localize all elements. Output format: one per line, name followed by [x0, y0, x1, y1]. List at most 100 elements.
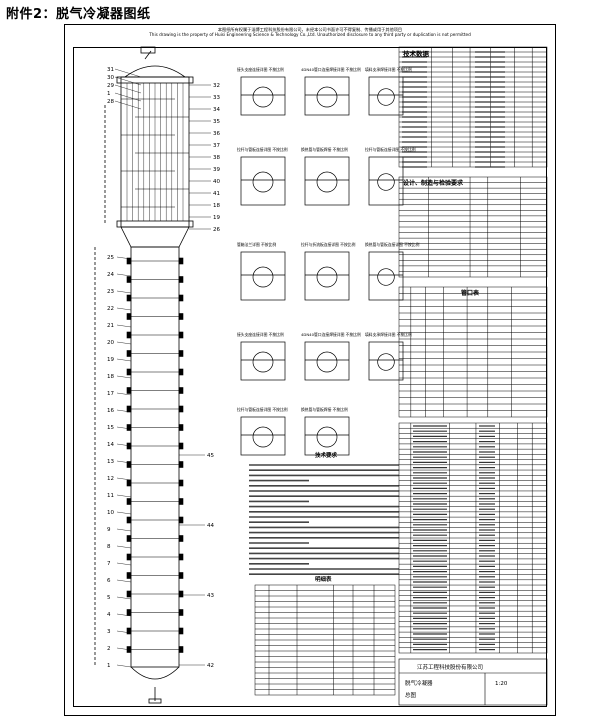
- detail-drawing: [368, 251, 404, 301]
- flange-left: [126, 553, 132, 561]
- detail-hole: [252, 86, 274, 108]
- detail-caption: 换热管与管板连接详图 不按比例: [365, 242, 420, 247]
- part-number-label: 18: [213, 203, 220, 209]
- part-number-label: 1: [107, 91, 111, 97]
- part-number-label: 2: [107, 646, 111, 652]
- part-number-label: 24: [107, 272, 114, 278]
- flange-left: [126, 609, 132, 616]
- data-tables: [254, 46, 548, 696]
- detail-caption: 接头支座连接详图 不按比例: [237, 332, 284, 337]
- nozzle-table-title: 管口表: [461, 289, 480, 297]
- part-number-label: 22: [107, 306, 114, 312]
- leader-line: [116, 341, 132, 345]
- leader-line: [114, 76, 142, 86]
- leader-line: [116, 426, 132, 430]
- scale-label: 1:20: [495, 681, 508, 687]
- part-number-label: 25: [107, 255, 114, 261]
- detail-drawing: [304, 416, 350, 456]
- tube-sheet-bottom: [116, 220, 194, 228]
- detail-views: [240, 76, 404, 456]
- detail-hole: [377, 353, 395, 371]
- leader-line: [114, 84, 142, 94]
- part-number-label: 16: [107, 408, 114, 414]
- part-number-label: 19: [213, 215, 220, 221]
- part-number-label: 44: [207, 523, 214, 529]
- part-number-label: 38: [213, 155, 220, 161]
- flange-right: [178, 442, 184, 450]
- flange-left: [126, 498, 132, 505]
- top-nozzle-flange: [140, 46, 156, 54]
- part-number-label: 31: [107, 67, 114, 73]
- detail-drawing: [240, 416, 286, 456]
- detail-drawing: [368, 76, 404, 116]
- part-number-label: 34: [213, 107, 220, 113]
- detail-caption: 拉杆与管板连接详图 不按比例: [237, 147, 288, 152]
- flange-right: [178, 331, 184, 339]
- leader-line: [116, 562, 132, 566]
- detail-hole: [316, 351, 338, 373]
- detail-drawing: [240, 156, 286, 206]
- flange-right: [178, 368, 184, 376]
- part-number-label: 42: [207, 663, 214, 669]
- flange-left: [126, 350, 132, 357]
- flange-left: [126, 387, 132, 394]
- detail-hole: [252, 171, 274, 193]
- part-number-label: 26: [213, 227, 220, 233]
- detail-hole: [252, 426, 274, 448]
- leader-line: [116, 460, 132, 464]
- leader-line: [116, 358, 132, 362]
- detail-hole: [316, 266, 338, 288]
- part-number-label: 37: [213, 143, 220, 149]
- flange-right: [178, 276, 184, 283]
- copyright-note: 本图纸所有权属于淄博工程科技股份有限公司，未经本公司书面许可不得复制、传播或用于…: [65, 27, 555, 37]
- leader-line: [116, 613, 132, 617]
- part-number-label: 20: [107, 340, 114, 346]
- part-number-label: 43: [207, 593, 214, 599]
- part-number-label: 30: [107, 75, 114, 81]
- part-number-label: 1: [107, 663, 111, 669]
- drawing-sheet: 本图纸所有权属于淄博工程科技股份有限公司，未经本公司书面许可不得复制、传播或用于…: [64, 24, 556, 716]
- detail-caption: 拉杆与管板连接详图 不按比例: [365, 147, 416, 152]
- leader-line: [116, 664, 132, 668]
- flange-right: [178, 535, 184, 542]
- part-number-label: 45: [207, 453, 214, 459]
- flange-right: [178, 294, 184, 302]
- part-number-label: 5: [107, 595, 111, 601]
- vessel-elevation: [94, 46, 194, 704]
- leader-line: [116, 392, 132, 396]
- drawing-name: 脱气冷凝器: [405, 679, 433, 687]
- leader-line: [116, 273, 132, 277]
- flange-right: [178, 572, 184, 579]
- detail-drawing: [368, 341, 404, 381]
- leader-line: [116, 545, 132, 549]
- part-number-label: 41: [213, 191, 220, 197]
- detail-drawing: [240, 251, 286, 301]
- detail-hole: [316, 426, 338, 448]
- part-number-label: 17: [107, 391, 114, 397]
- detail-caption: 换热管与管板焊接 不按比例: [301, 147, 348, 152]
- top-head: [124, 65, 186, 78]
- flange-right: [178, 313, 184, 320]
- leader-line: [114, 68, 142, 78]
- leader-line: [116, 579, 132, 583]
- flange-left: [126, 294, 132, 302]
- part-number-label: 10: [107, 510, 114, 516]
- leader-line: [116, 290, 132, 294]
- part-number-label: 32: [213, 83, 220, 89]
- detail-caption: 拉杆与折流板连接详图 不按比例: [301, 242, 356, 247]
- flange-left: [126, 535, 132, 542]
- flange-right: [178, 516, 184, 524]
- leader-line: [116, 324, 132, 328]
- part-number-label: 3: [107, 629, 111, 635]
- flange-right: [178, 553, 184, 561]
- detail-hole: [252, 351, 274, 373]
- flange-left: [126, 479, 132, 487]
- bom-title: 明细表: [315, 575, 332, 583]
- leader-line: [116, 528, 132, 532]
- detail-caption: 接头支座连接详图 不按比例: [237, 67, 284, 72]
- part-number-label: 14: [107, 442, 114, 448]
- flange-left: [126, 590, 132, 598]
- detail-drawing: [304, 76, 350, 116]
- part-number-label: 23: [107, 289, 114, 295]
- drawing-subname: 总图: [405, 691, 417, 699]
